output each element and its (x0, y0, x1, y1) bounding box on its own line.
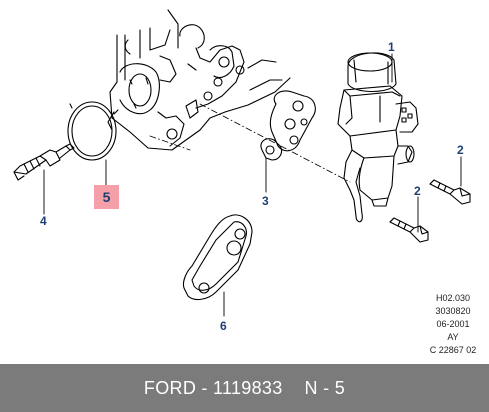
highlight-box (94, 185, 119, 209)
footer-part-number: 1119833 (213, 377, 283, 398)
drawing-code-line: 3030820 (435, 306, 471, 316)
callout-3: 3 (262, 194, 269, 208)
egr-valve-assembly (337, 52, 419, 223)
lower-gasket (182, 214, 253, 301)
callout-2-upper: 2 (457, 143, 464, 157)
sensor-bolt (13, 143, 75, 181)
callout-6: 6 (220, 319, 227, 333)
engine-housing (107, 9, 291, 151)
footer-position: N - 5 (304, 377, 346, 398)
diagram-drawing (13, 9, 471, 317)
o-ring-seal (67, 101, 119, 161)
drawing-code-line: H02.030 (435, 293, 471, 303)
gasket-plate (269, 90, 316, 152)
footer-brand: FORD (143, 377, 197, 398)
drawing-code-line: C 22867 02 (429, 345, 477, 355)
bolt-lower (389, 217, 429, 243)
bolt-upper (429, 179, 471, 205)
small-gasket (260, 138, 283, 161)
exploded-parts-diagram: 1 2 2 3 4 5 6 H02.030 3030820 06-2001 AY… (13, 9, 482, 357)
callout-1: 1 (388, 40, 395, 54)
footer-separator: - (196, 377, 214, 398)
drawing-code-line: 06-2001 (436, 319, 470, 329)
drawing-code-line: AY (447, 332, 459, 342)
callout-4: 4 (40, 214, 47, 228)
callout-5-highlighted: 5 (102, 189, 111, 205)
drawing-reference-codes: H02.030 3030820 06-2001 AY C 22867 02 (424, 292, 482, 357)
callout-2-lower: 2 (414, 184, 421, 198)
footer-bar: FORD - 1119833 N - 5 (0, 364, 489, 412)
leader-lines (43, 53, 462, 317)
